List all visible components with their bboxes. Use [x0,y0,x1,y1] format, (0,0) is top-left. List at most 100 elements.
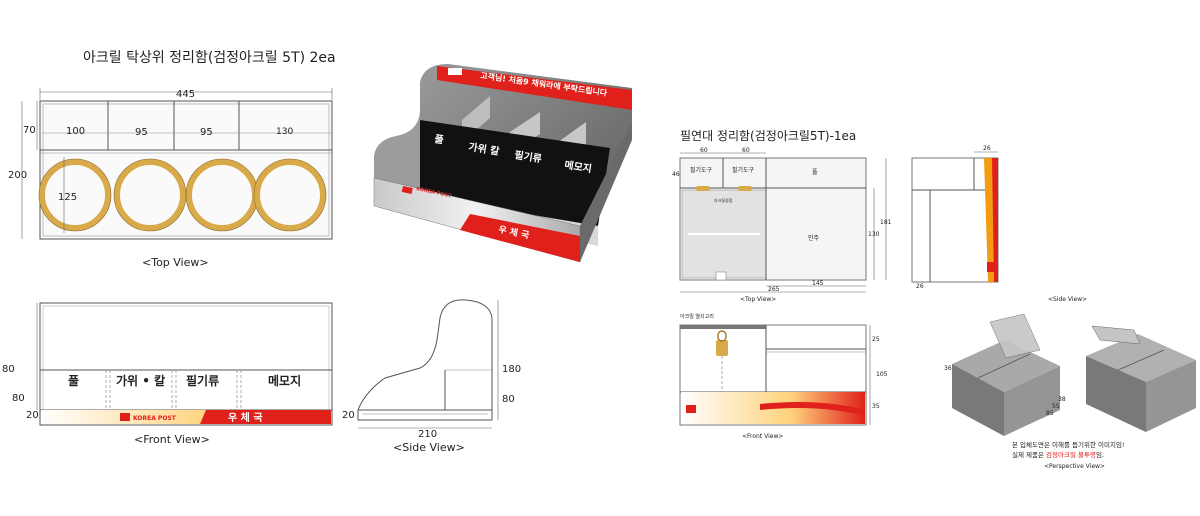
rfront-dim-25: 25 [872,336,880,343]
dim-200-label: 200 [8,170,27,181]
dim-210-label: 210 [418,429,437,440]
korea-post-logo-icon [120,413,130,421]
hinge-label: 아크릴경첩 [714,197,733,203]
dim-70-label: 70 [23,125,36,136]
left-top-view: 445 100 95 95 130 70 200 125 <Top View> [8,88,333,269]
dim-left-46: 46 [672,171,680,178]
persp-note-line2: 실제 제품은 검정아크릴 불투명임. [1012,450,1104,459]
cup-ring-4 [254,159,326,231]
rtop-cell-pen1: 필기도구 [690,166,713,174]
front-view-caption: <Front View> [134,433,210,446]
dim-top80-label: 80 [2,364,15,375]
persp-note-suffix: 임. [1096,451,1104,459]
lock-icon [715,271,727,281]
persp-box1-left [952,364,1004,436]
dim-180-label: 180 [502,364,521,375]
render-front-red [460,214,580,262]
front-label-pens: 필기류 [186,373,219,388]
rfront-lid [680,325,766,329]
persp-note-line1: 본 입체도면은 이해를 돕기위한 이미지임! [1012,440,1125,449]
persp-box2-left [1086,356,1146,432]
front-red-band [200,410,331,424]
render-label-pens: 필기류 [514,148,543,165]
hinge-icon [696,186,710,191]
top-view-frame [39,100,333,240]
right-title: 필연대 정리함(검정아크릴5T)-1ea [680,129,856,143]
persp-box1-divider [977,353,1031,379]
front-brand-text: KOREA POST [133,415,177,422]
dim-80-label: 80 [502,394,515,405]
side-profile [357,299,493,421]
rfront-dim-35: 35 [872,403,880,410]
persp-box2-divider [1117,349,1165,371]
persp-note-prefix: 실제 제품은 [1012,450,1046,459]
persp-dim-55: 55 [1052,403,1060,410]
dim-bottom80-label: 80 [12,393,25,404]
persp-note-highlight: 검정아크릴 불투명 [1046,450,1096,459]
hinge-icon [738,186,752,191]
lid-label: 아크릴 열쇠고리 [680,313,714,320]
persp-dim-85: 85 [1046,410,1054,417]
dim-top-60b: 60 [742,147,750,154]
dim-265-label: 265 [768,286,780,293]
render-top-banner [437,66,632,110]
front-view-frame [39,302,333,426]
right-top-view: 60 60 필기도구 필기도구 풀 인주 아크릴경첩 46 181 130 14… [672,147,892,303]
dim-20-label: 20 [342,410,355,421]
persp-box2-lid [1091,325,1141,345]
render-logo-icon [448,68,462,75]
front-label-memo: 메모지 [268,373,301,388]
render-right-side [580,122,632,262]
right-perspective-view: 36 38 55 85 본 입체도면은 이해를 돕기위한 이미지임! 실제 제품… [944,313,1196,470]
compartment-dim-2: 95 [135,127,148,138]
rfront-dim-105: 105 [876,371,888,378]
front-banner-text: 우 체 국 [228,411,263,424]
rtop-cell-pen2: 필기도구 [732,166,755,174]
dim-181-label: 181 [880,219,892,226]
persp-box1-lid [989,313,1041,359]
rfront-caption: <Front View> [742,433,783,440]
front-label-glue: 풀 [68,373,79,388]
render-label-panel [420,120,610,226]
persp-box2-top [1086,334,1196,382]
side-view-caption: <Side View> [393,441,465,454]
rside-frame [911,157,999,283]
persp-box1-top [952,340,1060,392]
dim-width-label: 445 [176,89,195,100]
rside-caption: <Side View> [1048,296,1087,303]
render-front-logo-icon [401,185,413,194]
left-render-3d: 고객님! 처음9 채워라에 부탁드립니다 풀 가위 칼 필기류 메모지 우 체 … [373,64,632,263]
rtop-cell-inkpad: 인주 [808,235,820,242]
cup-ring-outline [38,158,112,232]
rside-dim-top: 26 [983,145,991,152]
left-front-view: 풀 가위 • 칼 필기류 메모지 KOREA POST 우 체 국 80 80 … [2,302,333,446]
persp-dim-36: 36 [944,365,952,372]
cup-ring-1 [39,159,111,231]
persp-box1-right [1004,366,1060,436]
padlock-icon [716,340,728,356]
compartment-dim-3: 95 [200,127,213,138]
persp-dim-38: 38 [1058,396,1066,403]
dim-130-label: 130 [868,231,880,238]
dim-base20-label: 20 [26,410,39,421]
rfront-logo-icon [686,405,696,413]
persp-box2-right [1146,360,1196,432]
rtop-caption: <Top View> [740,296,776,303]
left-title: 아크릴 탁상위 정리함(검정아크릴 5T) 2ea [83,50,336,66]
rfront-frame [679,324,867,426]
rside-dim-bottom: 26 [916,283,924,290]
persp-caption: <Perspective View> [1044,463,1105,470]
padlock-shackle-icon [717,330,727,342]
dim-145-label: 145 [812,280,824,287]
top-view-inner-frame [42,103,330,237]
rside-red-stripe [992,158,998,282]
cup-ring-2 [114,159,186,231]
front-label-scissors: 가위 • 칼 [116,373,165,388]
dim-top-60a: 60 [700,147,708,154]
render-label-glue: 풀 [434,133,445,146]
rfront-red-swoosh [760,402,865,416]
dim-125-label: 125 [58,192,77,203]
top-view-caption: <Top View> [142,256,209,269]
right-side-view: 26 26 <Side View> [911,145,1087,303]
